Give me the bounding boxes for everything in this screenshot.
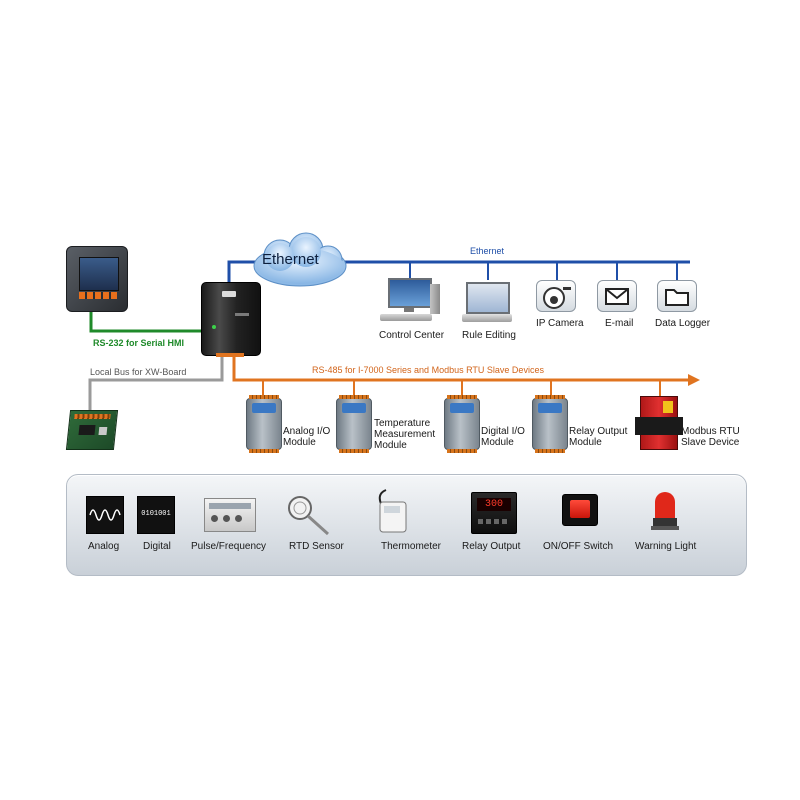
xw-board <box>65 410 119 450</box>
thermometer-label: Thermometer <box>381 541 442 552</box>
rs485-arrowhead <box>688 374 700 386</box>
local-bus-line <box>88 356 224 410</box>
hmi-screen <box>79 257 119 291</box>
ethernet-cloud-label: Ethernet <box>262 251 319 268</box>
control-center-pc-icon <box>380 278 442 328</box>
digital-io-module <box>444 395 480 453</box>
relay-module-label-line1: Relay Output <box>569 426 628 437</box>
digital-io-label-line1: Digital I/O <box>481 426 525 437</box>
email-label: E-mail <box>605 318 634 329</box>
email-envelope-icon <box>597 280 637 312</box>
relay-display-text: 300 <box>484 499 503 510</box>
local-bus-label: Local Bus for XW-Board <box>90 367 187 377</box>
rs232-label: RS-232 for Serial HMI <box>93 338 185 348</box>
hmi-touch-panel <box>66 246 128 312</box>
modbus-label-line1: Modbus RTU <box>681 426 740 437</box>
ip-camera-label: IP Camera <box>536 318 584 329</box>
warning-light-label: Warning Light <box>635 541 697 552</box>
rtd-sensor-icon <box>288 496 330 536</box>
data-logger-label: Data Logger <box>655 318 711 329</box>
rs232-line <box>89 312 201 333</box>
temperature-module <box>336 395 372 453</box>
digital-signal-icon: 0101001 <box>137 496 175 534</box>
ethernet-cloud-icon <box>253 232 347 287</box>
modbus-rtu-slave-device <box>635 396 683 450</box>
modbus-label-line2: Slave Device <box>681 437 740 448</box>
warning-light-icon <box>651 492 679 530</box>
digital-label: Digital <box>143 541 171 552</box>
control-center-label: Control Center <box>379 330 445 341</box>
ethernet-bus-label: Ethernet <box>470 246 505 256</box>
relay-module-label-line2: Module <box>569 437 602 448</box>
analog-signal-icon <box>86 496 124 534</box>
rtd-sensor-label: RTD Sensor <box>289 541 344 552</box>
analog-label: Analog <box>88 541 120 552</box>
analog-io-module <box>246 395 282 453</box>
temperature-label-line1: Temperature <box>374 418 431 429</box>
on-off-switch-icon <box>562 494 598 526</box>
on-off-switch-label: ON/OFF Switch <box>543 541 614 552</box>
relay-output-controller-icon: 300 <box>471 492 517 534</box>
analog-io-label-line1: Analog I/O <box>283 426 331 437</box>
data-logger-folder-icon <box>657 280 697 312</box>
temperature-label-line2: Measurement <box>374 429 436 440</box>
digital-icon-text: 0101001 <box>141 510 171 518</box>
ip-camera-icon <box>536 280 576 312</box>
pac-controller <box>201 282 261 357</box>
rule-editing-laptop-icon <box>462 282 514 326</box>
temperature-label-line3: Module <box>374 440 407 451</box>
relay-output-module <box>532 395 568 453</box>
hmi-buttons <box>79 292 117 299</box>
relay-output-label: Relay Output <box>462 541 521 552</box>
ethernet-line <box>227 260 690 282</box>
controller-logo <box>222 291 236 297</box>
analog-io-label-line2: Module <box>283 437 316 448</box>
pulse-frequency-generator-icon <box>204 498 256 532</box>
pulse-frequency-label: Pulse/Frequency <box>191 541 267 552</box>
thermometer-icon <box>378 489 407 533</box>
rule-editing-label: Rule Editing <box>462 330 516 341</box>
digital-io-label-line2: Module <box>481 437 514 448</box>
rs485-line <box>232 356 688 382</box>
rs485-label: RS-485 for I-7000 Series and Modbus RTU … <box>312 365 544 375</box>
